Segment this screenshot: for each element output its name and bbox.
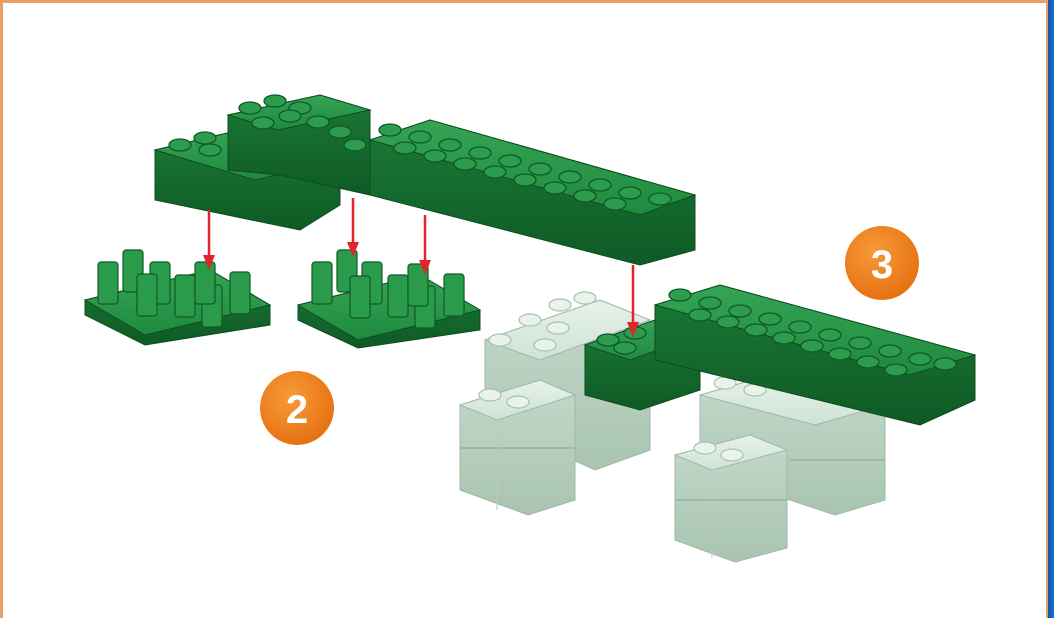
down-arrow-icon [203,198,639,337]
green-brick-assembly-top [153,94,697,266]
step-number-2: 2 [286,388,308,432]
step-badge-3: 3 [845,226,919,300]
right-edge-bar [1046,0,1054,618]
green-stud-plate-right [296,249,482,349]
green-stud-plate-left [83,249,272,346]
step-badge-2: 2 [260,371,334,445]
green-brick-assembly-right [583,284,977,426]
step-number-3: 3 [871,243,893,287]
